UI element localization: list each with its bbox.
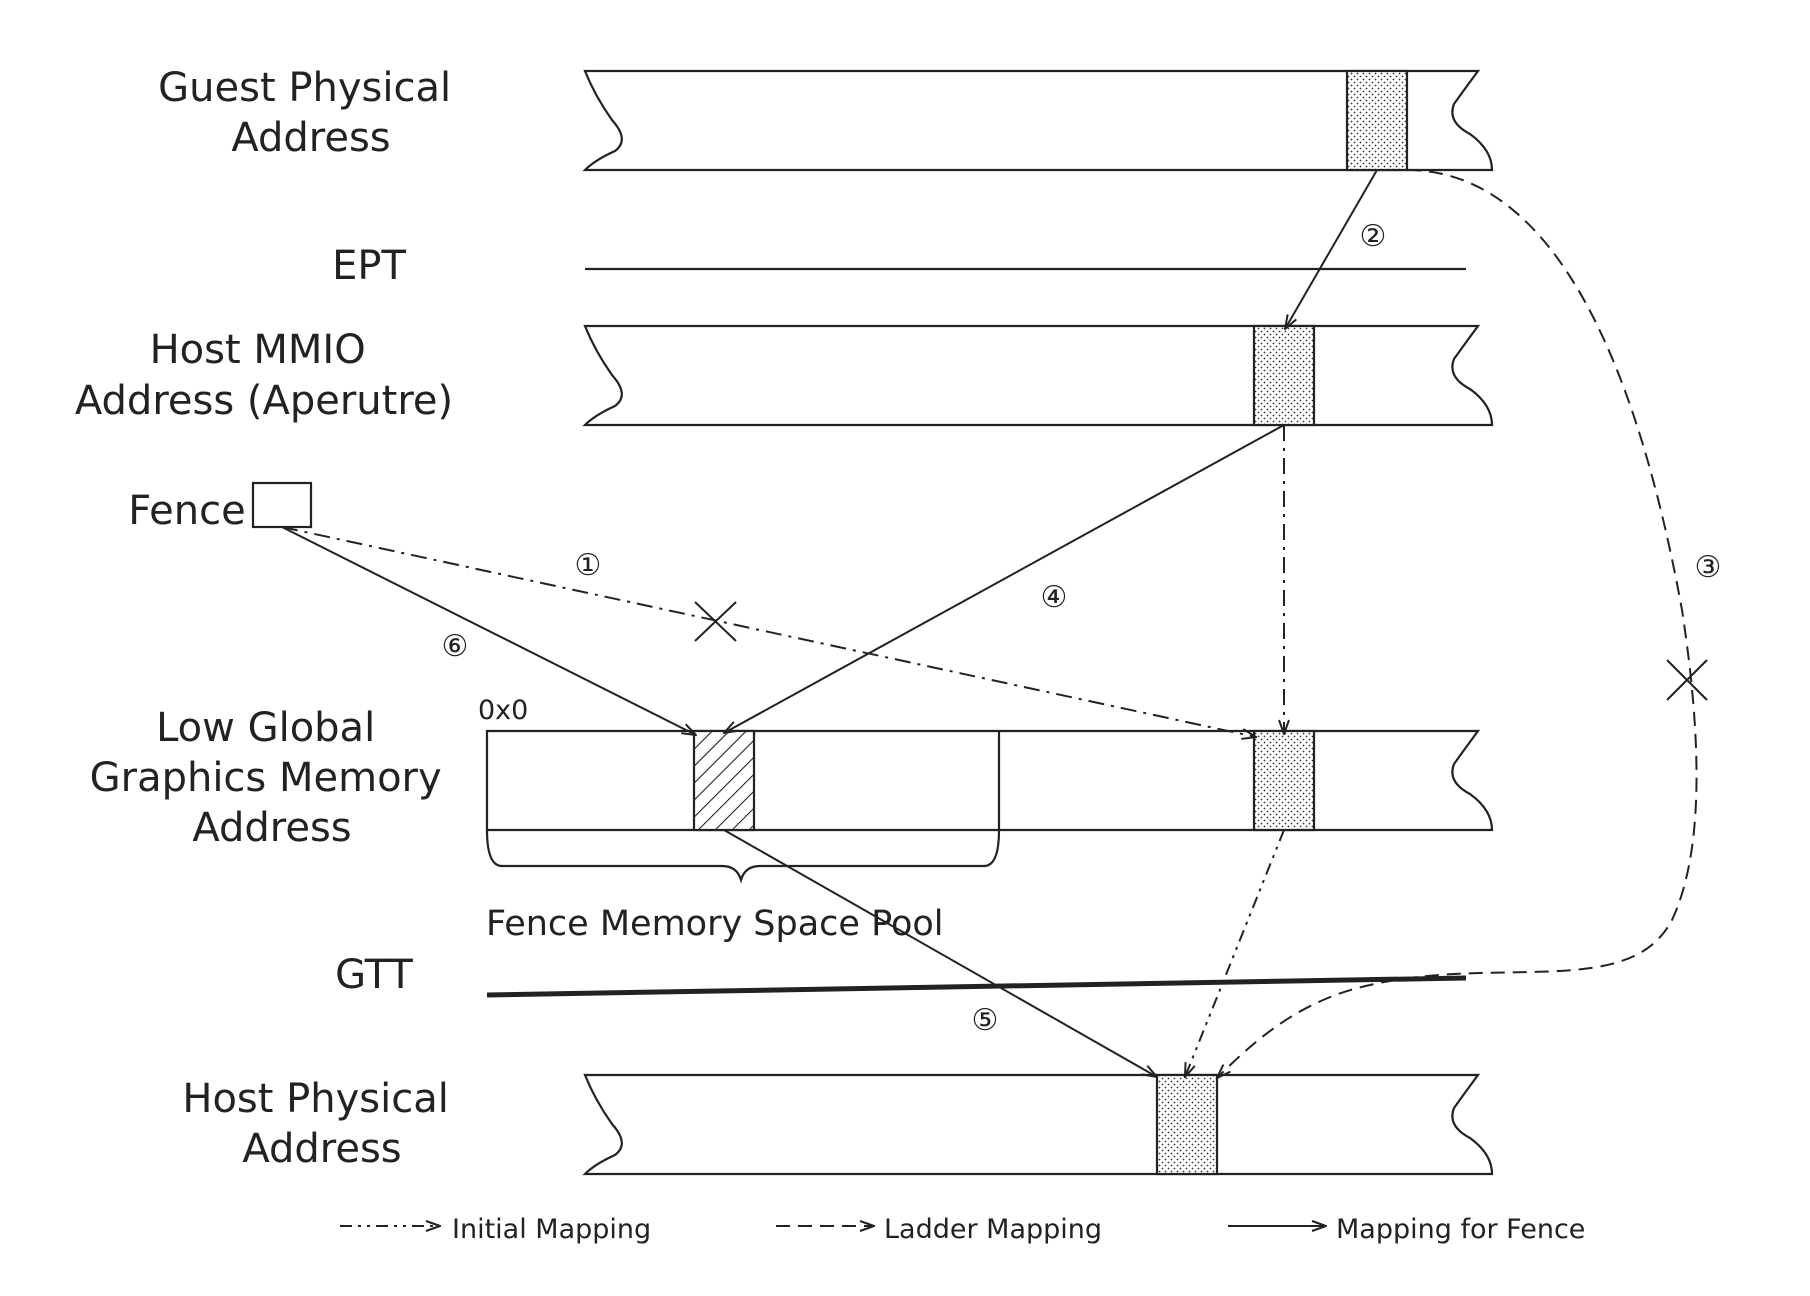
lgm-line-2: Graphics Memory (90, 755, 442, 801)
arrow-step-4 (724, 424, 1285, 733)
hpa-bar (582, 1073, 1494, 1176)
arrow-step-6 (281, 526, 696, 735)
fence-register-box (251, 481, 313, 529)
step-5-label: ⑤ (972, 1003, 999, 1038)
legend-ladder-label: Ladder Mapping (884, 1214, 1102, 1245)
label-fence: Fence (128, 488, 245, 534)
arrow-step-5 (723, 829, 1157, 1077)
legend-fence-label: Mapping for Fence (1336, 1214, 1585, 1245)
arrow-step-2-ept (1285, 169, 1378, 329)
lgm-line-3: Address (192, 805, 351, 851)
label-ept: EPT (332, 243, 406, 289)
hpa-line-2: Address (242, 1126, 401, 1172)
legend-initial-label: Initial Mapping (452, 1214, 651, 1245)
step-2-label: ② (1360, 219, 1387, 254)
cross-mark-step-1 (694, 601, 737, 642)
pool-brace (485, 829, 1001, 884)
legend: Initial Mapping Ladder Mapping Mapping f… (340, 1214, 1585, 1245)
arrow-lgm-to-hpa-initial (1185, 829, 1285, 1077)
mmio-bar (582, 324, 1494, 427)
hpa-mapped-block (1155, 1073, 1219, 1176)
arrow-step-1-initial-mapping (281, 526, 1256, 737)
label-gtt: GTT (335, 952, 413, 998)
cross-mark-step-3 (1666, 659, 1708, 701)
lgm-mapped-block (1252, 729, 1316, 832)
mmio-mapped-block (1252, 324, 1316, 427)
mmio-line-2: Address (Aperutre) (75, 378, 453, 424)
zero-address-label: 0x0 (478, 695, 528, 726)
step-1-label: ① (575, 548, 602, 583)
gpa-mapped-block (1345, 69, 1409, 172)
mmio-line-1: Host MMIO (150, 327, 366, 373)
fence-pool-block (692, 729, 756, 832)
arrow-step-3-ladder-mapping (1217, 169, 1698, 1078)
step-6-label: ⑥ (442, 629, 469, 664)
legend-ladder-mapping: Ladder Mapping (776, 1214, 1102, 1245)
gpa-line-1: Guest Physical (158, 65, 451, 111)
gtt-line (486, 975, 1467, 998)
legend-mapping-for-fence: Mapping for Fence (1228, 1214, 1585, 1245)
lgm-line-1: Low Global (156, 705, 375, 751)
label-host-mmio-address: Host MMIO Address (Aperutre) (75, 327, 453, 424)
label-low-global-graphics-memory-address: Low Global Graphics Memory Address (90, 705, 455, 851)
hpa-line-1: Host Physical (182, 1076, 449, 1122)
step-3-label: ③ (1695, 550, 1722, 585)
gpa-line-2: Address (231, 115, 390, 161)
label-host-physical-address: Host Physical Address (182, 1076, 461, 1172)
step-4-label: ④ (1041, 580, 1068, 615)
pool-label: Fence Memory Space Pool (486, 904, 944, 944)
lgm-bar (485, 729, 1494, 832)
legend-initial-mapping: Initial Mapping (340, 1214, 651, 1245)
gpa-bar (582, 69, 1494, 172)
label-guest-physical-address: Guest Physical Address (158, 65, 464, 161)
